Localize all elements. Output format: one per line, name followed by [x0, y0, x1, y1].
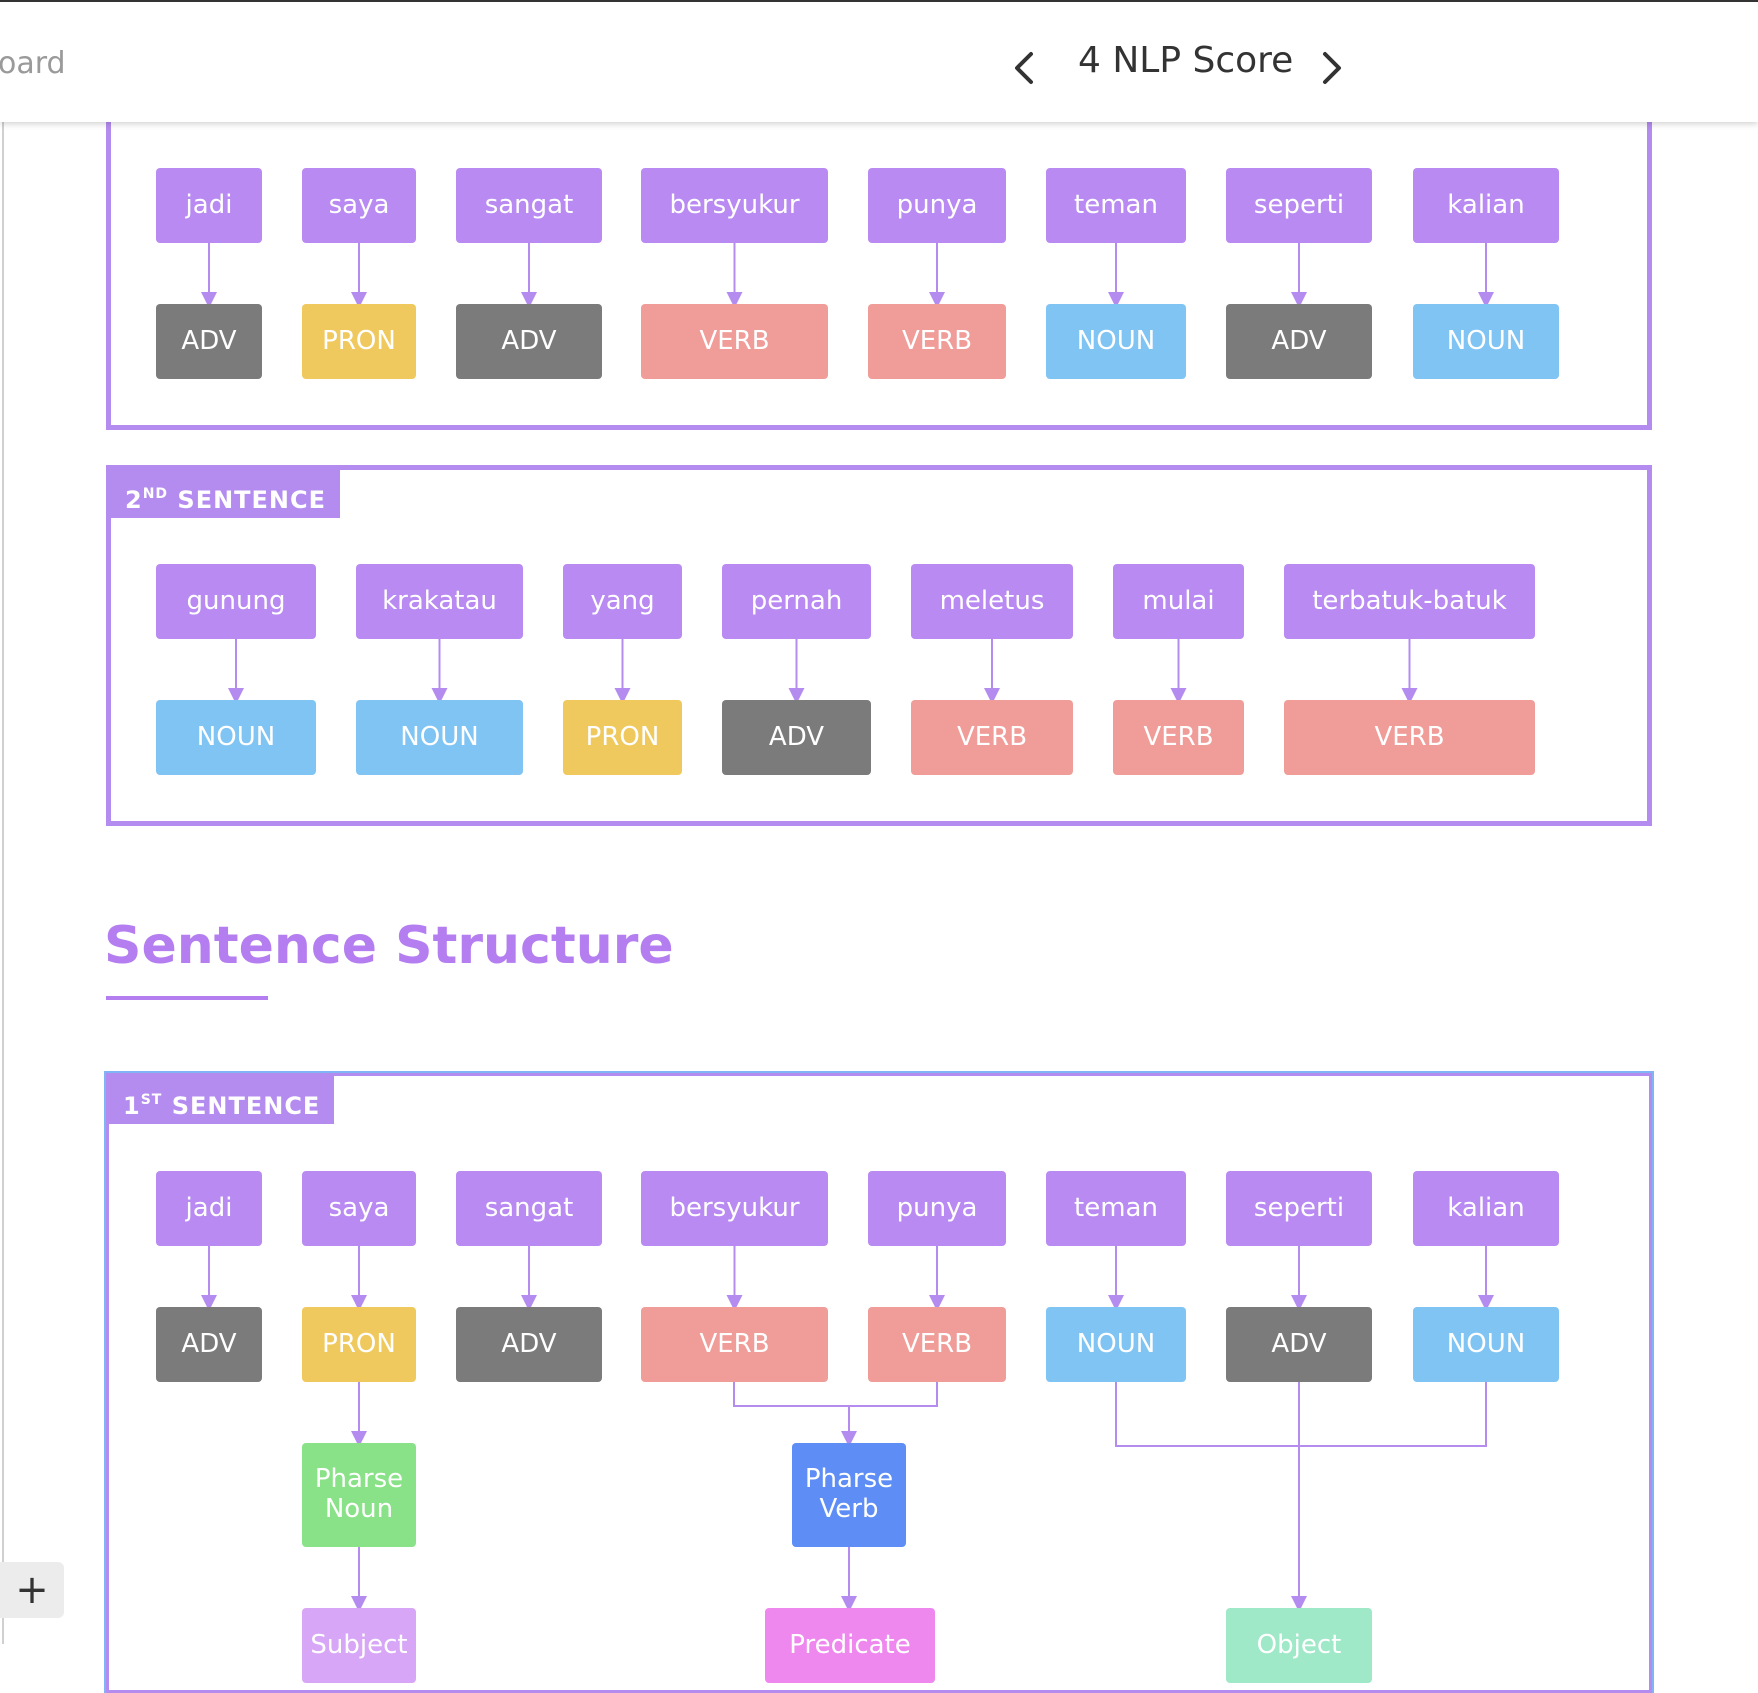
word-token[interactable]: saya — [302, 168, 416, 243]
panel-tag-1st-sentence: 1ST SENTENCE — [109, 1076, 335, 1124]
plus-icon: + — [15, 1567, 49, 1613]
pos-tag[interactable]: VERB — [868, 1307, 1006, 1382]
word-token[interactable]: sangat — [456, 168, 602, 243]
word-token[interactable]: sangat — [456, 1171, 602, 1246]
pos-tag[interactable]: NOUN — [1413, 304, 1559, 379]
pos-tag[interactable]: NOUN — [1046, 304, 1186, 379]
word-token[interactable]: yang — [563, 564, 682, 639]
pos-tag[interactable]: PRON — [563, 700, 682, 775]
section-underline — [106, 996, 268, 1000]
subject-node[interactable]: Subject — [302, 1608, 416, 1683]
top-bar: oard 4 NLP Score — [0, 0, 1758, 122]
chevron-right-icon[interactable] — [1309, 46, 1353, 90]
section-title-sentence-structure: Sentence Structure — [104, 916, 674, 976]
predicate-node[interactable]: Predicate — [765, 1608, 935, 1683]
pos-tag[interactable]: VERB — [1284, 700, 1535, 775]
word-token[interactable]: jadi — [156, 168, 262, 243]
pos-tag[interactable]: NOUN — [1413, 1307, 1559, 1382]
pos-tag[interactable]: ADV — [1226, 304, 1372, 379]
pos-tag[interactable]: VERB — [641, 1307, 828, 1382]
panel-tag-2nd-sentence: 2ND SENTENCE — [111, 470, 341, 518]
word-token[interactable]: seperti — [1226, 1171, 1372, 1246]
word-token[interactable]: kalian — [1413, 1171, 1559, 1246]
word-token[interactable]: seperti — [1226, 168, 1372, 243]
word-token[interactable]: saya — [302, 1171, 416, 1246]
pos-tag[interactable]: VERB — [911, 700, 1073, 775]
word-token[interactable]: kalian — [1413, 168, 1559, 243]
word-token[interactable]: teman — [1046, 168, 1186, 243]
pos-tag[interactable]: PRON — [302, 1307, 416, 1382]
pos-tag[interactable]: ADV — [156, 1307, 262, 1382]
breadcrumb[interactable]: oard — [0, 46, 66, 81]
word-token[interactable]: jadi — [156, 1171, 262, 1246]
word-token[interactable]: meletus — [911, 564, 1073, 639]
word-token[interactable]: gunung — [156, 564, 316, 639]
word-token[interactable]: terbatuk-batuk — [1284, 564, 1535, 639]
page-title: 4 NLP Score — [1078, 40, 1294, 81]
pos-tag[interactable]: PRON — [302, 304, 416, 379]
structure-panel-sentence-1[interactable]: 1ST SENTENCE — [104, 1071, 1654, 1693]
word-token[interactable]: bersyukur — [641, 168, 828, 243]
pos-tag[interactable]: NOUN — [1046, 1307, 1186, 1382]
word-token[interactable]: punya — [868, 1171, 1006, 1246]
object-node[interactable]: Object — [1226, 1608, 1372, 1683]
pos-tag[interactable]: NOUN — [156, 700, 316, 775]
word-token[interactable]: punya — [868, 168, 1006, 243]
pos-tag[interactable]: ADV — [156, 304, 262, 379]
sidebar-edge — [2, 120, 4, 1644]
word-token[interactable]: mulai — [1113, 564, 1244, 639]
add-button[interactable]: + — [0, 1562, 64, 1618]
word-token[interactable]: bersyukur — [641, 1171, 828, 1246]
pos-tag[interactable]: VERB — [868, 304, 1006, 379]
pos-tag[interactable]: VERB — [1113, 700, 1244, 775]
word-token[interactable]: teman — [1046, 1171, 1186, 1246]
pos-tag[interactable]: ADV — [456, 1307, 602, 1382]
pos-tag[interactable]: ADV — [1226, 1307, 1372, 1382]
pos-tag[interactable]: VERB — [641, 304, 828, 379]
pos-tag[interactable]: ADV — [456, 304, 602, 379]
chevron-left-icon[interactable] — [1003, 46, 1047, 90]
pos-tag[interactable]: NOUN — [356, 700, 523, 775]
word-token[interactable]: pernah — [722, 564, 871, 639]
pos-tag[interactable]: ADV — [722, 700, 871, 775]
word-token[interactable]: krakatau — [356, 564, 523, 639]
